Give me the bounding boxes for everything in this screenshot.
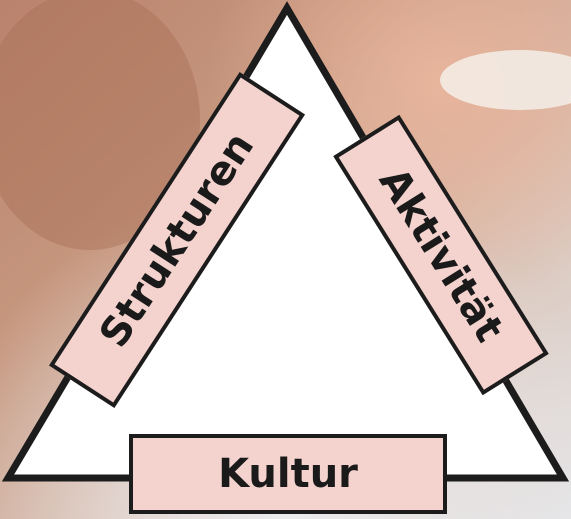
kultur-box: Kultur [129, 434, 447, 514]
kultur-label: Kultur [218, 451, 358, 497]
